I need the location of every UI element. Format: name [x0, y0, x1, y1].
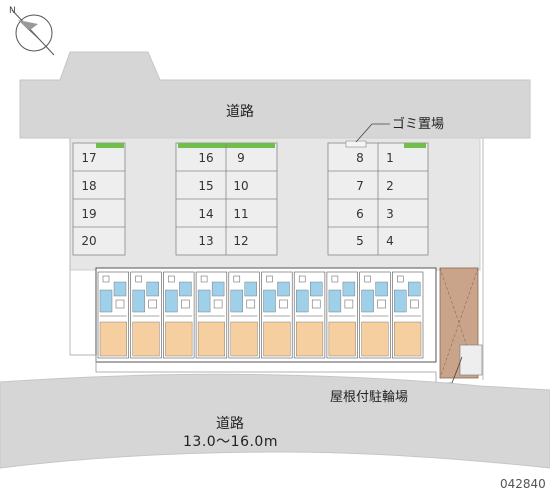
- road-top: [19, 51, 531, 139]
- parking-space-number: 9: [237, 151, 245, 165]
- bicycle-parking-label: 屋根付駐輪場: [330, 390, 409, 405]
- road-top-label: 道路: [226, 104, 254, 120]
- parking-space-number: 13: [198, 234, 214, 248]
- apartment-unit: [293, 271, 326, 359]
- garbage-area-label: ゴミ置場: [392, 117, 445, 132]
- apartment-unit: [359, 271, 391, 359]
- building: [95, 267, 437, 363]
- apartment-unit: [261, 271, 293, 359]
- parking-space-number: 7: [356, 179, 364, 193]
- parking-space-number: 15: [198, 179, 214, 193]
- road-bottom-label: 道路: [216, 416, 244, 432]
- parking-space-number: 12: [233, 234, 249, 248]
- north-arrow-icon: N: [9, 6, 55, 56]
- apartment-unit: [391, 271, 424, 359]
- apartment-unit: [326, 271, 358, 359]
- parking-space-number: 6: [356, 207, 364, 221]
- apartment-unit: [195, 271, 228, 359]
- apartment-unit: [228, 271, 260, 359]
- parking-space-number: 5: [356, 234, 364, 248]
- parking-space-number: 16: [198, 151, 214, 165]
- map-code: 042840: [500, 477, 546, 491]
- parking-space-number: 19: [81, 207, 97, 221]
- parking-space-number: 2: [386, 179, 394, 193]
- road-bottom: [0, 373, 550, 469]
- parking-space-number: 11: [233, 207, 249, 221]
- parking-space-number: 17: [81, 151, 97, 165]
- garbage-leader: [355, 123, 390, 143]
- parking-space-number: 8: [356, 151, 364, 165]
- bicycle-parking: [439, 267, 483, 379]
- parking-block-left: [72, 142, 126, 256]
- parking-space-number: 20: [81, 234, 97, 248]
- apartment-unit: [130, 271, 162, 359]
- parking-block-right: [327, 140, 429, 256]
- road-bottom-width: 13.0〜16.0m: [183, 434, 278, 450]
- parking-space-number: 4: [386, 234, 394, 248]
- parking-space-number: 18: [81, 179, 97, 193]
- apartment-unit: [97, 271, 130, 359]
- parking-space-number: 14: [198, 207, 214, 221]
- svg-text:N: N: [9, 6, 16, 16]
- parking-space-number: 3: [386, 207, 394, 221]
- parking-space-number: 1: [386, 151, 394, 165]
- parking-space-number: 10: [233, 179, 249, 193]
- parking-block-middle: [175, 142, 278, 256]
- apartment-unit: [163, 271, 195, 359]
